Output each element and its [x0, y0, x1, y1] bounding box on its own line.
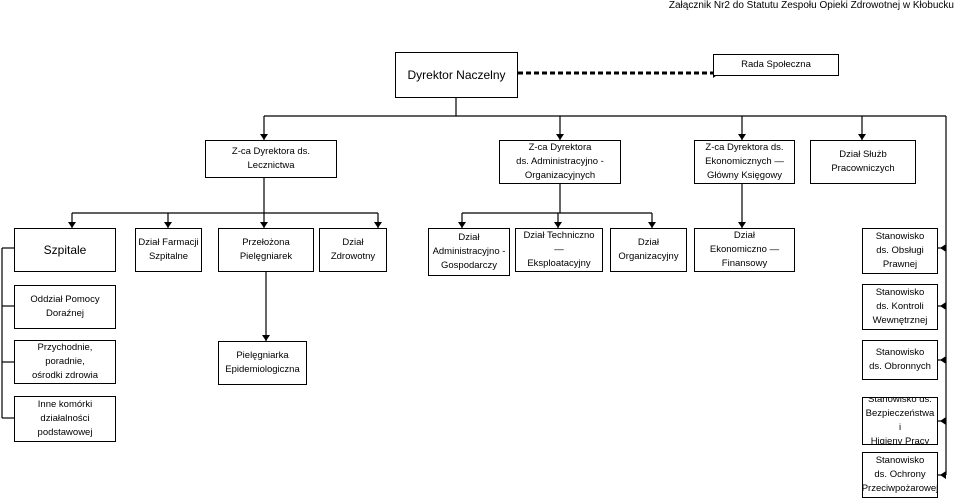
box-internal-control: Stanowisko ds. Kontroli Wewnętrznej — [862, 284, 938, 330]
connector-lines — [1, 98, 947, 475]
box-epid-nurse: Pielęgniarka Epidemiologiczna — [218, 341, 307, 385]
box-emergency: Oddział Pomocy Doraźnej — [14, 285, 116, 329]
box-hospitals: Szpitale — [14, 228, 116, 272]
box-pharmacy: Dział Farmacji Szpitalne — [135, 228, 202, 272]
box-clinics: Przychodnie, poradnie, ośrodki zdrowia — [14, 340, 116, 384]
box-admin-econ: Dział Administracyjno - Gospodarczy — [428, 228, 510, 276]
box-technical: Dział Techniczno — Eksploatacyjny — [515, 228, 603, 272]
box-other-units: Inne komórki działalności podstawowej — [14, 396, 116, 442]
box-health: Dział Zdrowotny — [319, 228, 387, 272]
attachment-header: Załącznik Nr2 do Statutu Zespołu Opieki … — [668, 0, 954, 11]
box-director: Dyrektor Naczelny — [395, 52, 518, 98]
box-head-nurse: Przełożona Pielęgniarek — [218, 228, 314, 272]
box-deputy-econ: Z-ca Dyrektora ds. Ekonomicznych — Główn… — [694, 140, 795, 184]
box-defense: Stanowisko ds. Obronnych — [862, 340, 938, 380]
box-safety: Stanowisko ds. Bezpieczeństwa i Higieny … — [862, 397, 938, 445]
box-council: Rada Społeczna — [713, 54, 839, 76]
box-hr: Dział Służb Pracowniczych — [810, 140, 916, 184]
box-organizational: Dział Organizacyjny — [610, 228, 687, 272]
arrowheads — [68, 134, 946, 479]
right-branches — [938, 247, 946, 476]
box-fire: Stanowisko ds. Ochrony Przeciwpożarowej — [862, 452, 938, 498]
box-finance: Dział Ekonomiczno — Finansowy — [694, 228, 795, 272]
box-deputy-admin: Z-ca Dyrektora ds. Administracyjno - Org… — [499, 140, 621, 184]
box-legal: Stanowisko ds. Obsługi Prawnej — [862, 228, 938, 274]
box-deputy-medical: Z-ca Dyrektora ds. Lecznictwa — [205, 140, 337, 178]
